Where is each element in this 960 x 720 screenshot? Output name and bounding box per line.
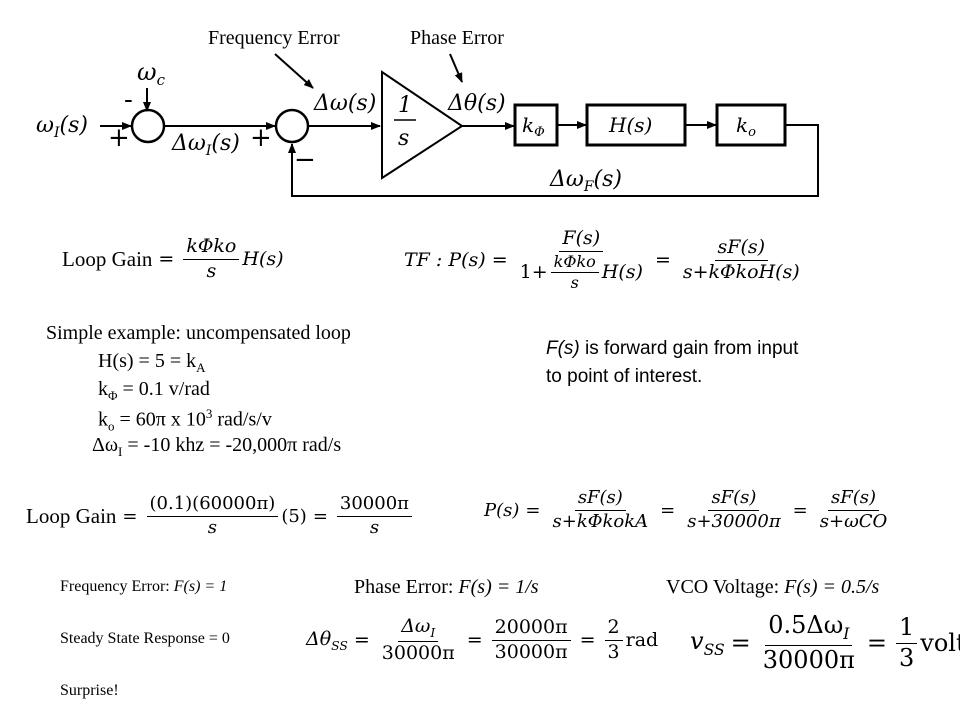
phase-error-heading: Phase Error: F(s) = 1/s (354, 576, 539, 598)
delta-omega-f-label: ΔωF(s) (549, 167, 622, 195)
loop-gain-den: s (206, 259, 217, 282)
phase-error-den1: 30000π (381, 641, 455, 664)
steady-state-note: Steady State Response = 0 (60, 630, 230, 647)
sum1-plus-sign: + (108, 123, 130, 153)
tf-den1-num: kΦko (550, 252, 599, 274)
integrator-numerator: 1 (398, 93, 412, 118)
tf-den1-frac: kΦko s (550, 252, 599, 293)
sum2-minus-sign: − (294, 145, 316, 175)
vco-voltage-equation: vSS = 0.5ΔωI 30000π = 1 3 volt (690, 611, 960, 674)
example-line-kphi: kΦ = 0.1 v/rad (98, 378, 210, 403)
h-block-label: H(s) (608, 113, 652, 137)
vco-voltage-frac2: 1 3 (896, 613, 918, 672)
kphi-block (513, 103, 559, 147)
loop-gain-numeric-num2: 30000π (336, 493, 412, 517)
example-line-h: H(s) = 5 = kA (98, 350, 206, 375)
delta-omega-i-label: ΔωI(s) (171, 131, 240, 159)
tf-den1: 1+ kΦko s H(s) (517, 252, 646, 293)
phase-error-num3: 2 (604, 616, 623, 641)
tf-den1-prefix: 1+ (519, 260, 548, 283)
example-line-delta-omega: ΔωI = -10 khz = -20,000π rad/s (92, 434, 342, 459)
vco-voltage-lhs: vSS (690, 627, 725, 660)
forward-gain-note-line2: to point of interest. (546, 366, 703, 387)
tf-fraction-2: sF(s) s+kΦkoH(s) (680, 236, 803, 284)
tf-num2: sF(s) (714, 236, 769, 261)
loop-gain-num: kΦko (183, 235, 240, 260)
transfer-function-equation: TF : P(s) = F(s) 1+ kΦko s H(s) = sF(s) … (404, 227, 806, 293)
frequency-error-note: Frequency Error: F(s) = 1 (60, 578, 228, 595)
p-of-s-den1: s+kΦkokA (552, 510, 649, 532)
label-frequency-error: Frequency Error (208, 27, 340, 49)
p-of-s-frac1: sF(s) s+kΦkokA (550, 487, 652, 532)
loop-gain-numeric-frac2: 30000π s (336, 493, 412, 538)
loop-gain-equation: Loop Gain = kΦko s H(s) (62, 235, 284, 283)
integrator-denominator: s (398, 126, 409, 151)
delta-theta-label: Δθ(s) (447, 91, 506, 116)
surprise-note: Surprise! (60, 682, 119, 699)
tf-fraction-1: F(s) 1+ kΦko s H(s) (517, 227, 646, 293)
vco-voltage-heading: VCO Voltage: F(s) = 0.5/s (666, 576, 880, 598)
summing-junction-1 (130, 108, 166, 144)
loop-gain-numeric-equation: Loop Gain = (0.1)(60000π) s (5) = 30000π… (26, 493, 415, 538)
ko-block (715, 103, 787, 147)
loop-gain-numeric-mid: (5) (281, 505, 307, 527)
loop-gain-numeric-den2: s (369, 516, 380, 538)
vco-voltage-den2: 3 (899, 643, 915, 672)
h-block (585, 103, 687, 147)
phase-error-pointer (449, 53, 463, 83)
vco-voltage-den1: 30000π (762, 645, 855, 674)
forward-gain-note-line1: F(s) is forward gain from input (546, 338, 799, 359)
tf-den1-den: s (570, 273, 579, 293)
label-phase-error: Phase Error (410, 27, 504, 49)
phase-error-lhs: ΔθSS (306, 628, 348, 653)
omega-c-label: ωc (137, 58, 166, 89)
phase-error-equation: ΔθSS = ΔωI 30000π = 20000π 30000π = 2 3 … (306, 615, 659, 665)
tf-num1: F(s) (559, 227, 604, 252)
vco-voltage-num2: 1 (896, 613, 918, 644)
phase-error-den2: 30000π (494, 640, 568, 663)
phase-error-den3: 3 (607, 640, 620, 663)
sum2-plus-sign: + (250, 123, 272, 153)
p-of-s-num2: sF(s) (708, 487, 760, 511)
input-omega-i-label: ωI(s) (36, 113, 88, 141)
phase-error-unit: rad (625, 629, 659, 652)
vco-voltage-unit: volt (920, 629, 960, 658)
p-of-s-frac3: sF(s) s+ωCO (817, 487, 891, 532)
p-of-s-equation: P(s) = sF(s) s+kΦkokA = sF(s) s+30000π =… (484, 487, 893, 532)
loop-gain-lhs: Loop Gain (62, 246, 153, 271)
p-of-s-den2: s+30000π (687, 510, 781, 532)
loop-gain-numeric-num1: (0.1)(60000π) (146, 493, 279, 517)
p-of-s-frac2: sF(s) s+30000π (684, 487, 783, 532)
ko-block-label: ko (736, 113, 756, 140)
p-of-s-den3: s+ωCO (819, 510, 888, 532)
loop-gain-numeric-den1: s (207, 516, 218, 538)
tf-lhs: TF : P(s) (404, 249, 486, 272)
p-of-s-num3: sF(s) (828, 487, 880, 511)
integrator-block (381, 70, 464, 180)
phase-error-frac1: ΔωI 30000π (379, 615, 458, 665)
p-of-s-num1: sF(s) (574, 487, 626, 511)
phase-error-frac3: 2 3 (604, 616, 623, 664)
sum1-minus-sign: - (124, 85, 133, 115)
loop-gain-fraction: kΦko s (183, 235, 240, 283)
vco-voltage-frac1: 0.5ΔωI 30000π (760, 611, 858, 674)
feedback-path (288, 124, 819, 197)
freq-error-pointer (274, 53, 314, 89)
loop-gain-numeric-frac1: (0.1)(60000π) s (146, 493, 279, 538)
tf-den1-tail: H(s) (601, 260, 643, 283)
vco-voltage-num1: 0.5ΔωI (765, 611, 853, 646)
kphi-block-label: kΦ (522, 113, 545, 140)
summing-junction-2 (274, 108, 310, 144)
tf-den2: s+kΦkoH(s) (682, 260, 800, 283)
loop-gain-numeric-lhs: Loop Gain (26, 503, 117, 528)
phase-error-num1: ΔωI (398, 615, 439, 642)
delta-omega-label: Δω(s) (313, 91, 376, 116)
example-title: Simple example: uncompensated loop (46, 322, 351, 344)
loop-gain-tail: H(s) (242, 248, 284, 271)
example-line-ko: ko = 60π x 103 rad/s/v (98, 406, 272, 434)
phase-error-frac2: 20000π 30000π (491, 616, 571, 664)
p-of-s-lhs: P(s) (484, 499, 520, 521)
block-diagram: Frequency Error Phase Error ωc - ωI(s) +… (36, 27, 819, 197)
phase-error-num2: 20000π (491, 616, 571, 641)
